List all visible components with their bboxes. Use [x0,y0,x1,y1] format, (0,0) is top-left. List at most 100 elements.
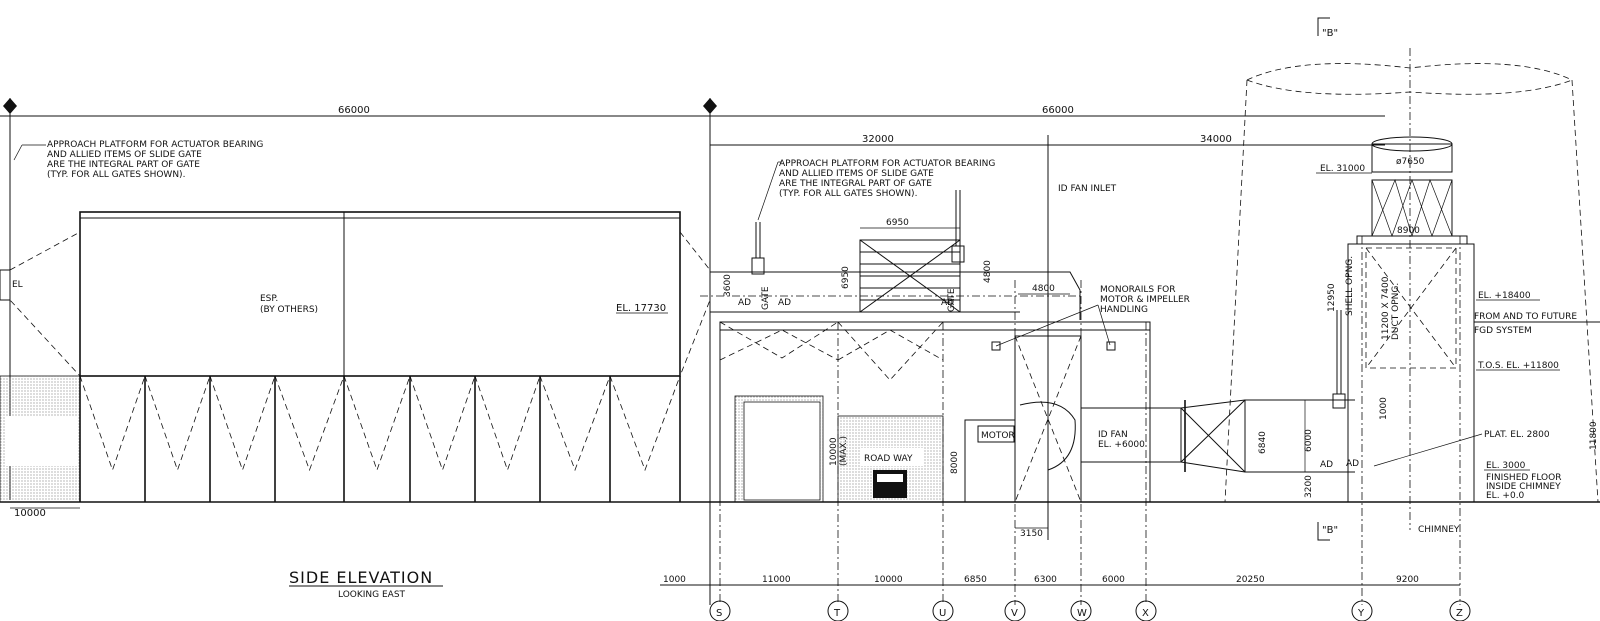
approach-note-right-l4: (TYP. FOR ALL GATES SHOWN). [779,189,917,199]
dim-12950: 12950 [1327,283,1337,312]
outlet-duct: 6840 6000 3200 AD AD 1000 [1180,310,1389,498]
id-fan-label: ID FAN [1098,430,1128,440]
el-18400: EL. +18400 [1478,291,1531,301]
grid-label-w: W [1077,608,1087,619]
finished-floor-l3: EL. +0.0 [1486,491,1525,501]
esp-hopper [209,375,276,472]
section-b-bottom: "B" [1322,525,1338,536]
grid-label-u: U [939,608,946,619]
dim-b-6300: 6300 [1034,575,1057,585]
dim-6950-w: 6950 [886,218,909,228]
el-31000: EL. 31000 [1320,164,1365,174]
motor-label: MOTOR [981,431,1015,441]
esp-hopper [609,375,681,472]
dim-b-9200: 9200 [1396,575,1419,585]
approach-note-right-l1: APPROACH PLATFORM FOR ACTUATOR BEARING [779,159,995,169]
dim-32000: 32000 [862,134,894,145]
monorail-note-l1: MONORAILS FOR [1100,285,1175,295]
right-edge-11800: 11800 [1589,421,1599,450]
dim-b-10000: 10000 [874,575,903,585]
esp-hopper [79,375,146,472]
esp-hopper [474,375,541,472]
ad-label-2: AD [778,298,791,308]
duct-opng-l2: DUCT OPNG. [1391,283,1401,340]
chimney: ø7650 EL. 31000 8900 12950 SHELL OPNG. 1… [1224,17,1600,541]
gate-1-label: GATE [761,286,771,310]
ad-label-5: AD [1346,459,1359,469]
support-structure: 10000 (MAX.) ROAD WAY 8000 [719,280,1151,605]
dim-dia-7650: ø7650 [1396,157,1425,167]
grid-bubble-y [1351,600,1373,621]
dim-b-6850: 6850 [964,575,987,585]
grid-bubble-u [932,600,954,621]
dim-4800-v: 4800 [983,260,993,283]
dim-b-6000: 6000 [1102,575,1125,585]
grid-bubble-x [1135,600,1157,621]
finished-floor-l1: FINISHED FLOOR [1486,473,1561,483]
grid-label-x: X [1142,608,1149,619]
left-el-label: EL [12,280,23,290]
grid-label-v: V [1011,608,1018,619]
esp-hopper [409,375,476,472]
esp-hopper [343,375,411,472]
esp-label: ESP. [260,294,278,304]
grid-bubble-z [1449,600,1471,621]
grid-label-s: S [716,608,722,619]
ad-label-4: AD [1320,460,1333,470]
esp-hopper [144,375,211,472]
future-fgd-l1: FROM AND TO FUTURE [1474,312,1577,322]
monorail-note-l2: MOTOR & IMPELLER [1100,295,1190,305]
tos-el: T.O.S. EL. +11800 [1477,361,1559,371]
approach-platform-note-left: APPROACH PLATFORM FOR ACTUATOR BEARING A… [13,140,263,180]
dim-b-11000: 11000 [762,575,791,585]
future-fgd-l2: FGD SYSTEM [1474,326,1532,336]
motor-box [977,425,1015,443]
esp-hoppers [79,375,681,502]
id-fan: MOTOR ID FAN EL. +6000 MONORAILS FOR MOT… [977,285,1190,539]
el-17730: EL. 17730 [616,303,666,314]
svg-text:ARE THE INTEGRAL PART OF GATE: ARE THE INTEGRAL PART OF GATE [47,160,200,170]
dim-34000: 34000 [1200,134,1232,145]
dim-8000: 8000 [950,451,960,474]
id-fan-el: EL. +6000 [1098,440,1145,450]
section-b-top: "B" [1322,28,1338,39]
dim-b-1000: 1000 [663,575,686,585]
grid-label-z: Z [1456,608,1463,619]
monorail-note-l3: HANDLING [1100,305,1148,315]
dim-10000-left: 10000 [14,508,46,519]
plat-el: PLAT. EL. 2800 [1484,430,1550,440]
finished-floor-l2: INSIDE CHIMNEY [1486,482,1561,492]
duct-opng-l1: 11200 X 7400 [1381,276,1391,340]
dim-1000-v: 1000 [1379,397,1389,420]
approach-note-right-l3: ARE THE INTEGRAL PART OF GATE [779,179,932,189]
inlet-duct: EL. 17730 3600 GATE AD AD GATE AD 4800 6… [616,159,1117,320]
grid-label-t: T [833,608,841,619]
grid-bubble-v [1004,600,1026,621]
drawing-subtitle: LOOKING EAST [338,590,406,600]
shell-opng-label: SHELL OPNG. [1345,256,1355,316]
chimney-label: CHIMNEY [1418,525,1460,535]
el-3000: EL. 3000 [1486,461,1526,471]
id-fan-inlet-label: ID FAN INLET [1058,184,1117,194]
svg-text:AND ALLIED ITEMS OF SLIDE GATE: AND ALLIED ITEMS OF SLIDE GATE [47,150,202,160]
bottom-dimensions: 1000 11000 10000 6850 6300 6000 20250 92… [660,236,1461,605]
drawing-title: SIDE ELEVATION [289,568,433,587]
dim-8900: 8900 [1397,226,1420,236]
dim-3600: 3600 [723,274,733,297]
dim-66000-right: 66000 [1042,105,1074,116]
dim-6000-v: 6000 [1304,429,1314,452]
esp-by-others: (BY OTHERS) [260,305,318,315]
dim-3200: 3200 [1304,475,1314,498]
svg-text:(TYP. FOR ALL GATES SHOWN).: (TYP. FOR ALL GATES SHOWN). [47,170,185,180]
dim-10000-max-l1: 10000 [829,437,839,466]
svg-text:APPROACH PLATFORM FOR ACTUATOR: APPROACH PLATFORM FOR ACTUATOR BEARING [47,140,263,150]
grid-bubble-w [1070,600,1092,621]
top-dimension-line: 66000 66000 32000 34000 [0,98,1385,605]
dim-4800-h: 4800 [1032,284,1055,294]
road-way-label: ROAD WAY [864,454,913,464]
esp-hopper [274,375,345,472]
dim-6840: 6840 [1258,431,1268,454]
esp-hopper [539,375,611,472]
